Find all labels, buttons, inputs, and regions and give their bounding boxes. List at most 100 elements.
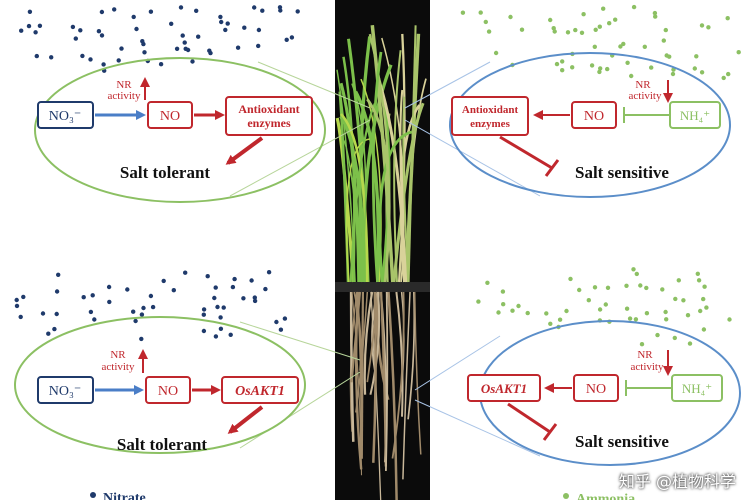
legend-nitrate-dot: [90, 492, 96, 498]
dot: [564, 308, 569, 314]
leaf-blade: [371, 51, 383, 283]
root-strand: [387, 291, 398, 500]
dot: [670, 71, 676, 77]
dot: [548, 17, 553, 23]
dot: [676, 278, 681, 283]
root-strand: [391, 291, 405, 459]
dot: [90, 293, 95, 298]
antioxidant-box: [451, 96, 529, 136]
dot: [706, 25, 711, 30]
no-label: NO: [584, 109, 604, 124]
dot: [478, 10, 483, 15]
dot: [252, 295, 257, 300]
antioxidant-line2: enzymes: [470, 118, 510, 130]
dot: [736, 50, 741, 55]
dot: [592, 285, 598, 290]
dot: [194, 8, 199, 13]
dot: [551, 26, 556, 31]
root-strand: [402, 291, 411, 480]
root-strand: [366, 291, 379, 383]
ammonium-box: [669, 101, 721, 129]
dot: [593, 27, 598, 32]
dot: [40, 311, 46, 316]
root-strand: [369, 291, 381, 395]
ellipse-outline: [449, 52, 731, 198]
dot: [695, 271, 700, 276]
dot: [205, 274, 210, 279]
ammonium-label: NH₄⁺: [682, 381, 712, 396]
osakt1-box: [221, 376, 299, 404]
dot: [552, 29, 557, 34]
dot: [252, 298, 258, 304]
rice-roots: [349, 291, 422, 500]
dot: [486, 29, 492, 34]
dot: [568, 276, 573, 282]
dot: [573, 27, 578, 33]
root-strand: [413, 291, 422, 455]
dot: [99, 33, 105, 38]
dot: [201, 328, 207, 334]
outcome-label: Salt sensitive: [575, 163, 669, 182]
dot: [597, 307, 603, 312]
leaf-blade: [376, 77, 408, 283]
dot: [178, 5, 184, 10]
inhibit-bar: [544, 159, 560, 177]
inhibit-line: [507, 402, 551, 434]
nitrate-label: NO₃⁻: [49, 384, 82, 399]
dot: [698, 308, 703, 314]
dot: [289, 35, 295, 40]
ellipse-outline: [14, 316, 306, 454]
dot: [73, 36, 79, 41]
osakt1-label: OsAKT1: [481, 381, 527, 396]
dot: [230, 284, 236, 290]
dot: [510, 308, 515, 313]
dot: [598, 66, 603, 71]
dot: [581, 12, 586, 17]
legend: Nitrate Ammonia: [90, 491, 635, 500]
dot: [19, 28, 24, 33]
dot: [213, 334, 219, 339]
dot: [101, 62, 106, 67]
dot: [215, 304, 220, 310]
dot: [631, 267, 636, 272]
dot: [14, 297, 19, 303]
dot: [634, 271, 639, 277]
dot: [702, 284, 707, 289]
dot: [219, 19, 224, 25]
dot: [692, 66, 697, 71]
nitrate-dot-cloud-bottom: [14, 270, 288, 342]
dot: [621, 41, 626, 47]
nitrate-dot-cloud-top: [19, 5, 300, 73]
dot: [726, 71, 731, 77]
dot: [278, 8, 283, 13]
nitrate-box: [37, 376, 94, 404]
dot: [725, 16, 730, 21]
dot: [131, 309, 136, 314]
dot: [508, 14, 513, 20]
dot: [116, 58, 121, 63]
dot: [212, 295, 217, 301]
ammonium-label: NH₄⁺: [680, 108, 710, 123]
dot: [496, 310, 501, 315]
dot: [218, 14, 223, 20]
dot: [721, 75, 726, 81]
dot: [174, 46, 180, 51]
dot: [601, 6, 606, 11]
promote-arrow: [227, 405, 264, 434]
dot: [652, 10, 658, 16]
dot: [548, 321, 553, 326]
antioxidant-line1: Antioxidant: [462, 104, 519, 116]
dot: [699, 70, 705, 75]
nitrate-box: [37, 101, 94, 129]
outcome-label: Salt sensitive: [575, 432, 669, 451]
dot: [142, 50, 147, 55]
dot: [92, 317, 97, 322]
outcome-label: Salt tolerant: [120, 163, 211, 182]
dot: [701, 296, 706, 302]
dot: [501, 302, 506, 307]
dot: [14, 303, 20, 309]
dot: [597, 69, 602, 75]
